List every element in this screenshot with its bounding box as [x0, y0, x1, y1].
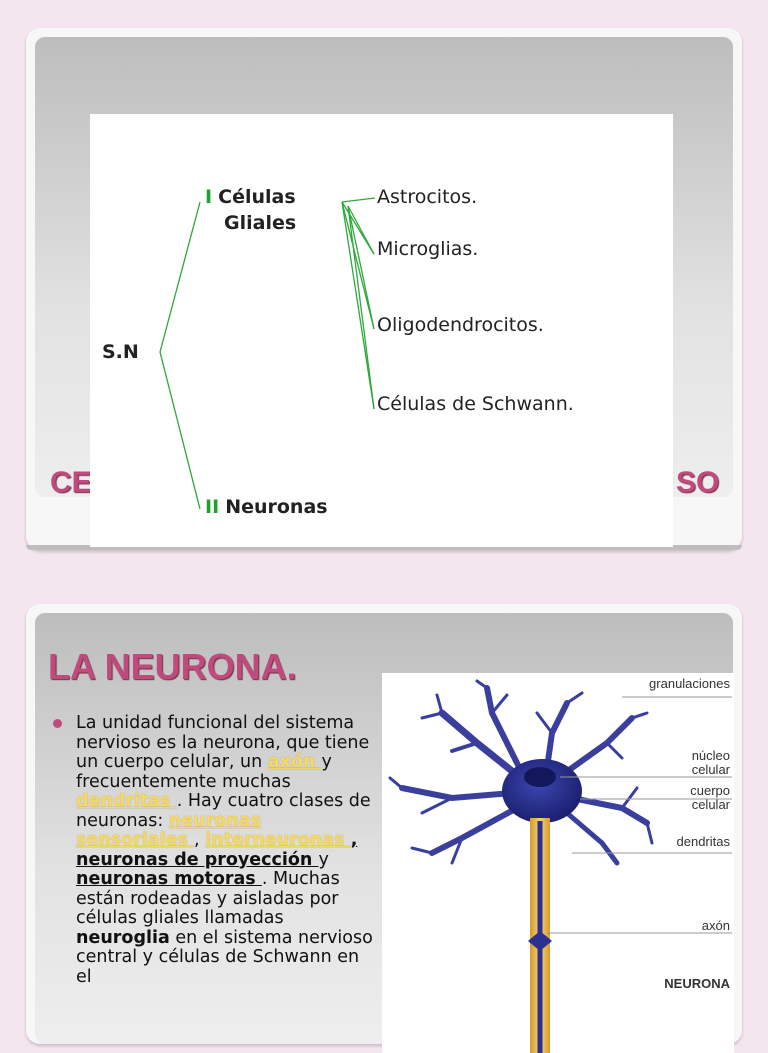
text-p5: . Muchas están rodeadas y aisladas por c… [76, 869, 340, 928]
text-sep2: , [350, 830, 358, 850]
text-p4: y [318, 849, 329, 870]
diagram-branch-glial: I Células [205, 186, 296, 208]
label-granulaciones: granulaciones [649, 676, 730, 691]
text-p3: . Hay cuatro clases de neuronas: [76, 791, 371, 831]
text-neuroglia: neuroglia [76, 927, 170, 948]
link-neuronas-proyeccion[interactable]: neuronas de proyección [76, 849, 319, 870]
diagram-root-label: S.N [102, 341, 139, 363]
text-sep1: , [194, 830, 206, 850]
leaf-astrocitos: Astrocitos. [377, 186, 478, 208]
slide-1-title-right: SO [676, 466, 720, 499]
link-neuronas-motoras[interactable]: neuronas motoras [76, 869, 262, 889]
neuron-description: La unidad funcional del sistema nervioso… [76, 713, 376, 987]
branch-neurons-label: Neuronas [225, 496, 328, 518]
slide-1-footer-band [26, 545, 742, 550]
text-p6: en el sistema nervioso central y células… [76, 927, 373, 987]
slide-2: LA NEURONA. La unidad funcional del sist… [26, 604, 742, 1053]
label-cuerpo-celular: cuerpo celular [690, 784, 730, 812]
slide-1-title-left: CE [50, 466, 92, 499]
neuron-illustration [388, 679, 732, 1053]
diagram-branch-neurons: II Neuronas [205, 496, 328, 518]
diagram-lines [159, 197, 376, 510]
nervous-system-diagram: S.N I Células Gliales II Neuronas Astroc… [90, 114, 673, 547]
branch-neurons-numeral: II [205, 496, 220, 518]
leaf-oligodendrocitos: Oligodendrocitos. [377, 314, 544, 336]
label-dendritas: dendritas [676, 834, 730, 849]
link-axon[interactable]: axón [267, 752, 322, 772]
figure-caption: NEURONA [664, 976, 730, 991]
leaf-schwann: Células de Schwann. [377, 393, 574, 415]
branch-glial-line2: Gliales [224, 212, 297, 234]
neuron-figure: granulaciones núcleo celular cuerpo celu… [382, 673, 734, 1053]
leaf-microglias: Microglias. [377, 238, 479, 260]
slide-2-title: LA NEURONA. [48, 646, 297, 687]
label-axon: axón [701, 918, 730, 933]
label-nucleo-celular: núcleo celular [692, 749, 730, 777]
label-nucleo-line2: celular [691, 762, 730, 777]
link-neuronas-sensoriales[interactable]: neuronas sensoriales [76, 810, 261, 850]
label-nucleo-line1: núcleo [691, 748, 730, 763]
link-interneuronas[interactable]: interneuronas [205, 830, 351, 850]
text-p2: y frecuentemente muchas [76, 752, 332, 792]
branch-glial-line1: Células [218, 186, 296, 208]
bullet-dot [53, 719, 62, 728]
link-dendritas[interactable]: dendritas [76, 791, 177, 811]
branch-glial-numeral: I [205, 186, 213, 208]
text-p1: La unidad funcional del sistema nervioso… [76, 713, 370, 772]
label-cuerpo-line2: celular [691, 797, 730, 812]
label-cuerpo-line1: cuerpo [690, 783, 730, 798]
